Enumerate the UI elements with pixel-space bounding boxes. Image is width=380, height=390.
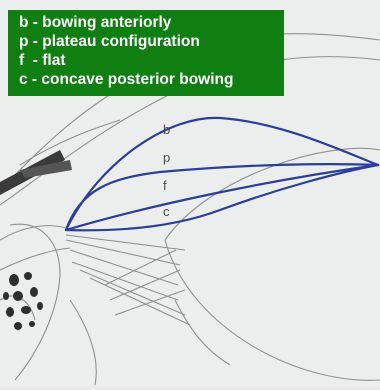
pigment-spot bbox=[14, 322, 22, 330]
iris-curves bbox=[66, 118, 378, 230]
legend-item-f: f - flat bbox=[19, 51, 284, 70]
pigment-spot bbox=[29, 321, 35, 327]
pigment-spot bbox=[24, 272, 32, 280]
pigment-spot bbox=[21, 306, 31, 314]
pigment-spots bbox=[3, 272, 43, 330]
legend-text: concave posterior bowing bbox=[41, 71, 233, 88]
legend-text: flat bbox=[42, 52, 65, 69]
lens-bottom bbox=[165, 240, 380, 380]
curve-label-c: c bbox=[163, 204, 170, 219]
legend-item-b: b - bowing anteriorly bbox=[19, 13, 284, 32]
pigment-spot bbox=[6, 307, 14, 317]
pigment-spot bbox=[9, 274, 19, 286]
legend-sep: - bbox=[28, 71, 42, 88]
ciliary-process-2 bbox=[70, 300, 96, 385]
legend-item-c: c - concave posterior bowing bbox=[19, 70, 284, 89]
legend-box: b - bowing anteriorly p - plateau config… bbox=[8, 10, 284, 96]
legend-sep: - bbox=[24, 52, 42, 69]
legend-text: bowing anteriorly bbox=[42, 14, 171, 31]
curve-c bbox=[66, 165, 378, 230]
legend-text: plateau configuration bbox=[42, 33, 200, 50]
legend-sep: - bbox=[28, 14, 42, 31]
pigment-spot bbox=[37, 302, 43, 310]
pigment-spot bbox=[3, 292, 9, 300]
ciliary-body bbox=[10, 224, 60, 380]
lens-top bbox=[165, 148, 380, 240]
curve-b bbox=[66, 118, 378, 230]
curve-label-p: p bbox=[163, 150, 170, 165]
curve-label-f: f bbox=[163, 178, 167, 193]
legend-sep: - bbox=[28, 33, 42, 50]
ciliary-line-1 bbox=[0, 226, 66, 240]
angle-line bbox=[20, 120, 120, 165]
curve-label-b: b bbox=[163, 122, 170, 137]
pigment-spot bbox=[13, 291, 23, 301]
legend-item-p: p - plateau configuration bbox=[19, 32, 284, 51]
curve-p bbox=[66, 164, 378, 230]
zonule-2 bbox=[66, 240, 180, 265]
zonule-6 bbox=[90, 278, 190, 325]
zonule-7 bbox=[105, 250, 176, 285]
pigment-spot bbox=[30, 287, 38, 297]
legend-key: c bbox=[19, 71, 28, 88]
lens-inner bbox=[175, 300, 230, 365]
